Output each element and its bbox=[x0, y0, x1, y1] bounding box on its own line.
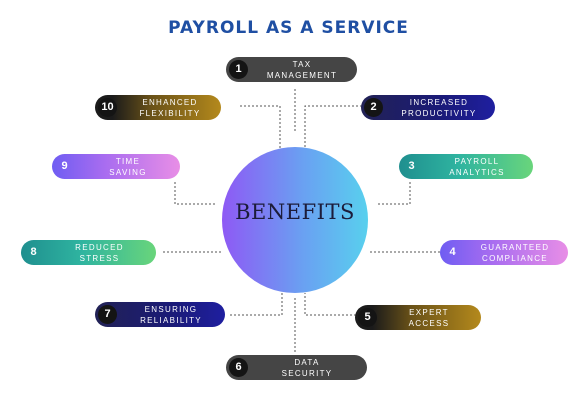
benefit-label-line1: ENSURING bbox=[144, 304, 198, 314]
benefit-number: 6 bbox=[229, 358, 248, 377]
benefit-label-line1: DATA bbox=[294, 357, 320, 367]
benefit-label-line2: FLEXIBILITY bbox=[139, 108, 201, 118]
benefit-enhanced-flexibility: 10 ENHANCED FLEXIBILITY bbox=[95, 95, 221, 120]
benefit-increased-productivity: 2 INCREASED PRODUCTIVITY bbox=[361, 95, 495, 120]
benefit-expert-access: 5 EXPERT ACCESS bbox=[355, 305, 481, 330]
benefit-number: 4 bbox=[449, 246, 456, 258]
benefit-label-line2: PRODUCTIVITY bbox=[401, 108, 477, 118]
benefit-time-saving: 9 TIME SAVING bbox=[52, 154, 180, 179]
benefit-number: 5 bbox=[358, 308, 377, 327]
benefit-label-line2: STRESS bbox=[79, 253, 120, 263]
benefit-number: 10 bbox=[98, 98, 117, 117]
benefit-label-line2: MANAGEMENT bbox=[266, 70, 338, 80]
benefit-payroll-analytics: 3 PAYROLL ANALYTICS bbox=[399, 154, 533, 179]
benefit-data-security: 6 DATA SECURITY bbox=[226, 355, 367, 380]
benefit-label-line2: RELIABILITY bbox=[140, 315, 202, 325]
benefit-reduced-stress: 8 REDUCED STRESS bbox=[21, 240, 156, 265]
benefits-label: BENEFITS bbox=[235, 200, 355, 224]
benefit-number: 1 bbox=[229, 60, 248, 79]
benefit-label-line1: TAX bbox=[292, 59, 312, 69]
benefit-label-line1: ENHANCED bbox=[142, 97, 198, 107]
benefit-label-line1: TIME bbox=[115, 156, 141, 166]
benefit-ensuring-reliability: 7 ENSURING RELIABILITY bbox=[95, 302, 225, 327]
benefit-label-line1: PAYROLL bbox=[454, 156, 500, 166]
benefit-label-line1: INCREASED bbox=[409, 97, 469, 107]
benefit-number: 3 bbox=[408, 160, 415, 172]
page-title: PAYROLL AS A SERVICE bbox=[168, 18, 409, 38]
benefit-label-line2: COMPLIANCE bbox=[482, 253, 548, 263]
benefit-number: 7 bbox=[98, 305, 117, 324]
benefit-label-line2: SAVING bbox=[109, 167, 147, 177]
benefit-label-line1: EXPERT bbox=[409, 307, 449, 317]
benefit-label-line1: GUARANTEED bbox=[480, 242, 550, 252]
benefit-number: 8 bbox=[30, 246, 37, 258]
benefit-label-line2: SECURITY bbox=[281, 368, 333, 378]
benefits-circle bbox=[222, 147, 368, 293]
benefit-guaranteed-compliance: 4 GUARANTEED COMPLIANCE bbox=[440, 240, 568, 265]
benefit-label-line1: REDUCED bbox=[75, 242, 124, 252]
benefit-tax-management: 1 TAX MANAGEMENT bbox=[226, 57, 357, 82]
benefit-number: 2 bbox=[364, 98, 383, 117]
benefit-label-line2: ANALYTICS bbox=[449, 167, 505, 177]
benefit-label-line2: ACCESS bbox=[408, 318, 450, 328]
benefit-number: 9 bbox=[61, 160, 68, 172]
